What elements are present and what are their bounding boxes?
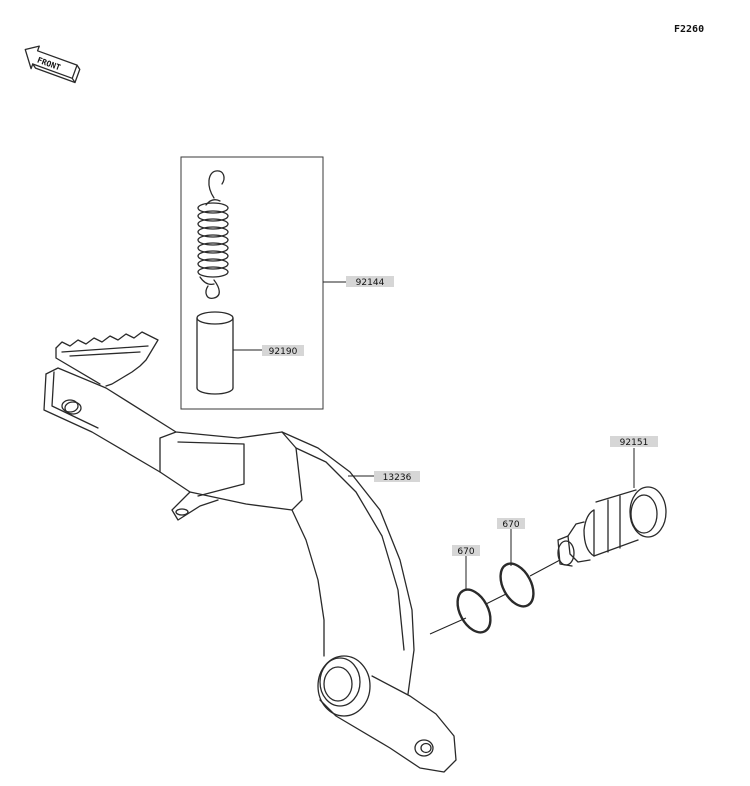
brake-pedal-icon: [43, 331, 457, 773]
svg-text:92144: 92144: [356, 278, 385, 288]
o-ring-right-icon: [499, 562, 535, 608]
svg-text:670: 670: [502, 520, 519, 530]
spring-icon: [197, 170, 229, 299]
label-92144: 92144: [346, 276, 394, 288]
front-arrow-icon: FRONT: [24, 45, 81, 84]
label-92190: 92190: [262, 345, 304, 357]
svg-text:92190: 92190: [269, 347, 298, 357]
svg-text:13236: 13236: [383, 473, 412, 483]
leader-bolt-axis: [429, 559, 561, 635]
o-ring-left-icon: [456, 588, 492, 634]
kit-box: [180, 156, 324, 410]
collar-icon: [196, 311, 234, 395]
svg-text:670: 670: [457, 547, 474, 557]
pivot-bolt-icon: [557, 486, 667, 567]
label-670-left: 670: [452, 545, 480, 557]
label-92151: 92151: [610, 436, 658, 448]
label-670-right: 670: [497, 518, 525, 530]
svg-text:92151: 92151: [620, 438, 649, 448]
diagram-code: F2260: [674, 24, 704, 35]
label-13236: 13236: [374, 471, 420, 483]
